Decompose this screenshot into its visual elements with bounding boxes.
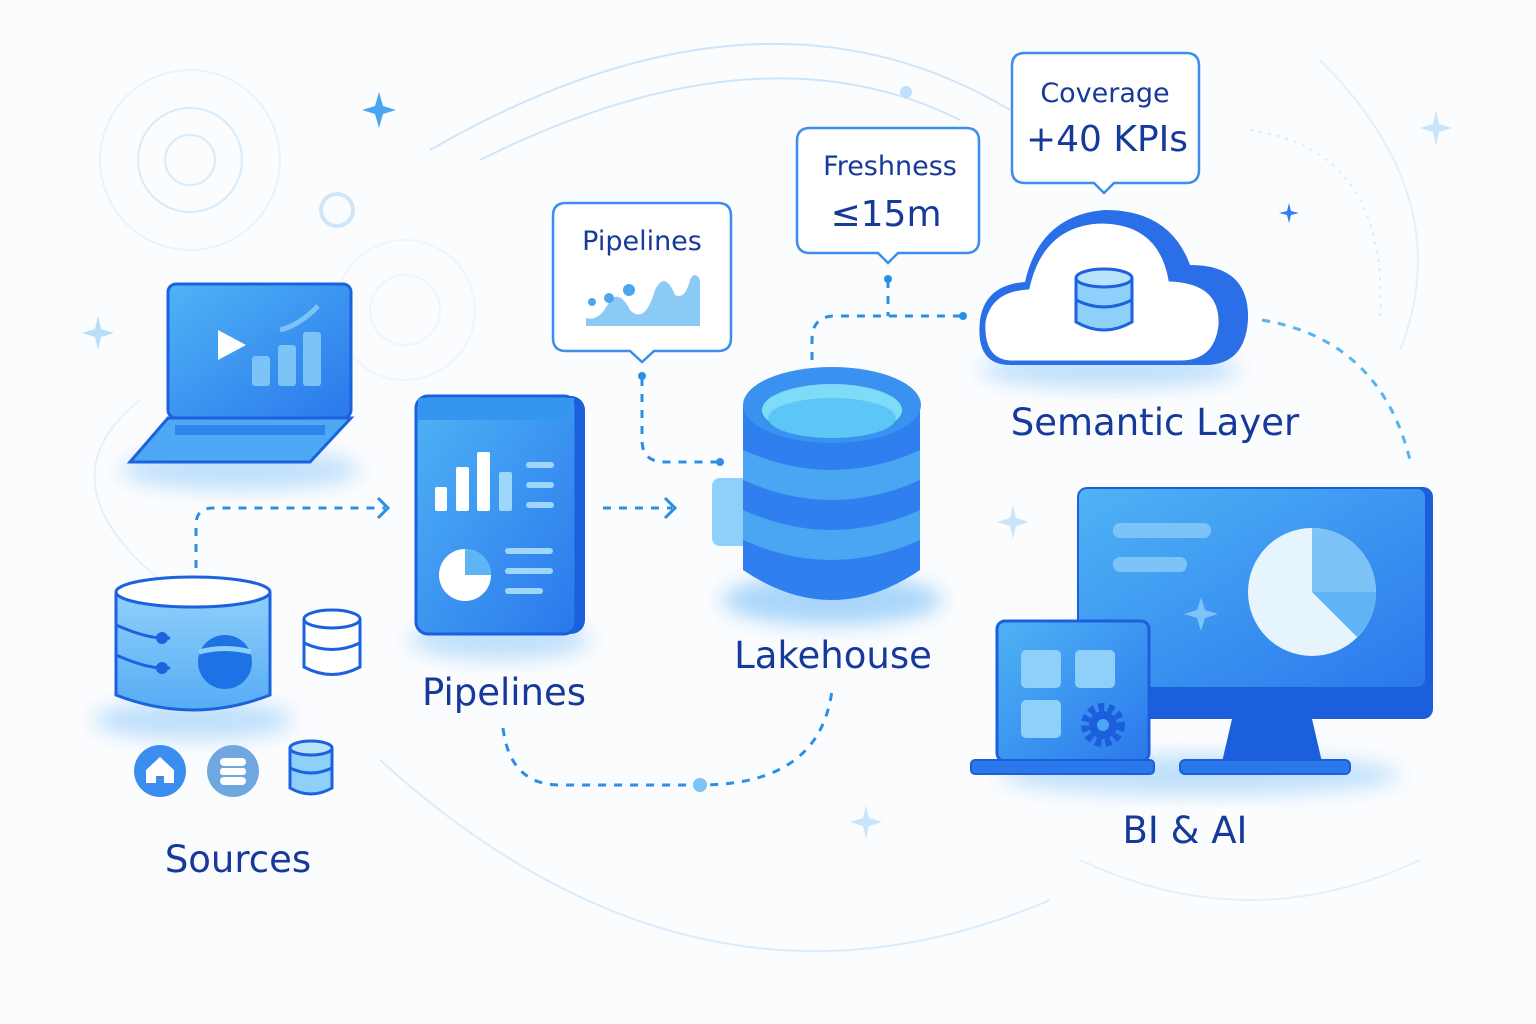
callout-coverage [1010,51,1201,195]
source-icon-row [134,739,334,797]
callout-pipelines [551,201,733,364]
node-label-bi-ai: BI & AI [1123,809,1248,852]
database-circle-icon [207,745,259,797]
decor-dot [900,86,912,98]
node-label-sources: Sources [165,838,311,881]
small-database-icon [302,608,362,676]
database-icon [288,739,334,796]
home-icon [134,745,186,797]
lakehouse-database-icon [712,367,942,625]
connector-pipelines-to-lakehouse-bottom [501,689,834,787]
callout-freshness-title: Freshness [823,151,957,182]
connector-callout-pipelines [640,378,720,464]
node-label-pipelines: Pipelines [422,671,586,714]
sources-database-icon [93,575,293,740]
sparkle-icon [82,92,1452,839]
connector-lines [194,280,1412,787]
callout-coverage-title: Coverage [1040,78,1169,109]
gear-icon [1081,703,1125,747]
semantic-layer-cloud-icon [979,210,1249,388]
callout-coverage-value: +40 KPIs [1026,119,1188,160]
connector-sources-to-pipelines [194,506,385,568]
callout-freshness [795,126,981,265]
node-label-lakehouse: Lakehouse [734,634,932,677]
area-chart-icon [586,275,700,326]
callout-pipelines-title: Pipelines [582,226,702,257]
connector-lakehouse-to-semantic [810,314,960,360]
bi-ai-laptop-icon [970,619,1155,775]
callout-freshness-value: ≤15m [830,194,941,235]
node-label-semantic-layer: Semantic Layer [1011,401,1300,444]
arrowhead-icon [376,496,678,520]
pipelines-dashboard-icon [410,394,590,660]
sources-laptop-icon [120,282,360,490]
connector-dots [638,275,967,792]
